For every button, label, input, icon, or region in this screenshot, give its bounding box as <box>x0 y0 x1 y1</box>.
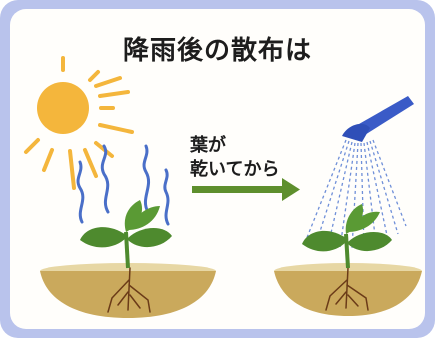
arrow-right-icon <box>192 178 300 201</box>
caption-line-2: 乾いてから <box>190 159 280 180</box>
sun-icon <box>24 56 134 190</box>
watering-can-icon <box>342 96 414 142</box>
plant-icon <box>80 200 172 269</box>
page-title: 降雨後の散布は <box>122 36 312 66</box>
roots-right <box>325 267 369 311</box>
roots <box>107 267 151 313</box>
caption-line-1: 葉が <box>190 135 226 156</box>
plant-icon-right <box>302 204 392 269</box>
steam-icon <box>76 144 170 226</box>
spray <box>305 139 407 249</box>
arrow-caption: 葉が 乾いてから <box>190 134 279 182</box>
soil-icon-right <box>274 263 422 316</box>
